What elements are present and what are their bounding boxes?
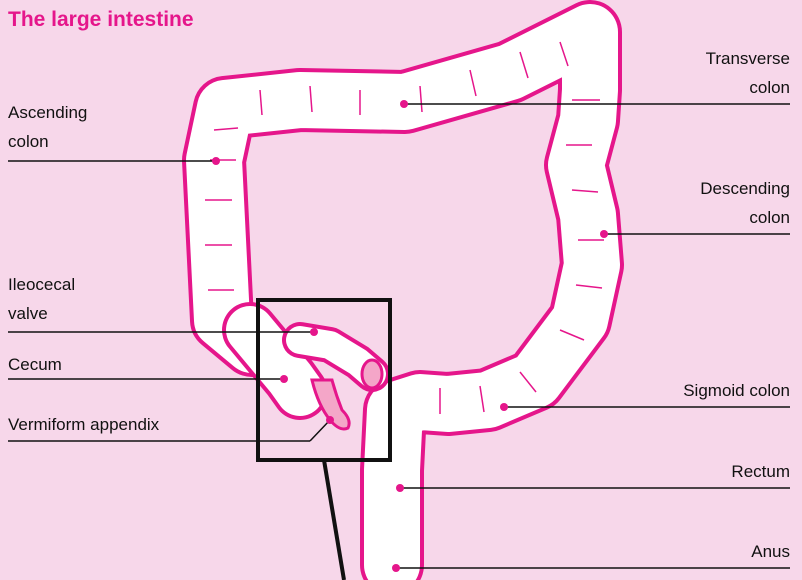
label-ascending-line2: colon	[8, 127, 87, 156]
inset-pointer	[324, 460, 344, 580]
label-ileocecal-valve: Ileocecal valve	[8, 270, 75, 328]
label-cecum: Cecum	[8, 350, 62, 379]
label-ileocecal-line1: Ileocecal	[8, 270, 75, 299]
label-descending-line1: Descending	[700, 174, 790, 203]
label-transverse-colon: Transverse colon	[706, 44, 790, 102]
label-sigmoid-colon: Sigmoid colon	[683, 376, 790, 405]
label-ileocecal-line2: valve	[8, 299, 75, 328]
label-descending-line2: colon	[700, 203, 790, 232]
label-ascending-colon: Ascending colon	[8, 98, 87, 156]
ileum-opening	[362, 360, 382, 388]
label-rectum: Rectum	[731, 457, 790, 486]
label-descending-colon: Descending colon	[700, 174, 790, 232]
label-transverse-line1: Transverse	[706, 44, 790, 73]
label-ascending-line1: Ascending	[8, 98, 87, 127]
label-anus: Anus	[751, 537, 790, 566]
label-transverse-line2: colon	[706, 73, 790, 102]
label-vermiform-appendix: Vermiform appendix	[8, 410, 159, 439]
